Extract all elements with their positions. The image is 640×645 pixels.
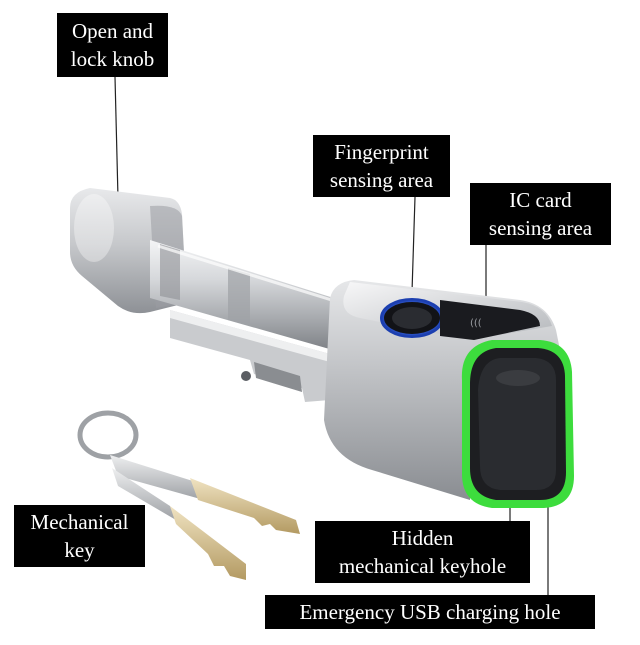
keyhole-label-line-2: mechanical keyhole [338, 554, 507, 578]
key-ring [77, 410, 139, 460]
ic-card-label-line-1: IC card [509, 188, 572, 212]
cylinder-shaft [150, 240, 340, 352]
front-face [461, 340, 574, 508]
lock-cam [170, 310, 330, 402]
mechanical-key-label-line-2: key [64, 538, 95, 562]
usb-charging-hole-label: Emergency USB charging hole [265, 595, 595, 629]
lock-body: ((( [324, 280, 560, 500]
svg-text:(((: ((( [470, 318, 482, 329]
ic-card-sensing-area-label: IC card sensing area [470, 183, 611, 245]
open-and-lock-knob-label: Open and lock knob [57, 13, 168, 77]
fingerprint-leader-line [411, 196, 416, 293]
fingerprint-label-line-1: Fingerprint [334, 140, 429, 164]
keyhole-label-line-1: Hidden [391, 526, 454, 550]
knob-leader-line [114, 76, 119, 199]
mechanical-keys [77, 410, 300, 580]
fingerprint-label-line-2: sensing area [329, 168, 434, 192]
hidden-keyhole-label: Hidden mechanical keyhole [315, 521, 530, 583]
knob-label-line-1: Open and [71, 19, 154, 43]
fingerprint-sensing-area-label: Fingerprint sensing area [313, 135, 450, 197]
ic-card-label-line-2: sensing area [488, 216, 593, 240]
mechanical-key-label-line-1: Mechanical [30, 510, 129, 534]
knob-label-line-2: lock knob [70, 47, 155, 71]
mechanical-key-label: Mechanical key [14, 505, 145, 567]
ic-card-area [440, 300, 540, 340]
usb-label-line-1: Emergency USB charging hole [299, 600, 561, 624]
